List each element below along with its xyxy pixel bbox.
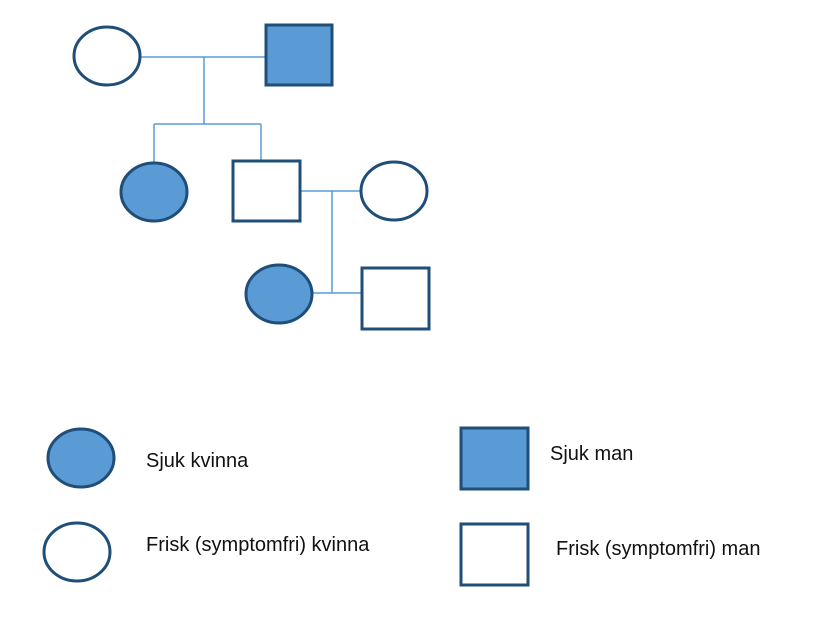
legend-affected-female-symbol bbox=[46, 427, 116, 489]
gen3-daughter-circle bbox=[244, 263, 314, 325]
legend-affected-male-label: Sjuk man bbox=[550, 443, 634, 465]
gen2-daughter-circle bbox=[119, 161, 189, 223]
gen3-son-square bbox=[360, 266, 431, 331]
legend-healthy-female-label: Frisk (symptomfri) kvinna bbox=[146, 534, 370, 556]
gen2-son-square bbox=[231, 159, 302, 223]
legend-healthy-male-symbol bbox=[459, 522, 530, 587]
legend-healthy-female-symbol bbox=[42, 521, 112, 583]
legend-affected-female-label: Sjuk kvinna bbox=[146, 450, 249, 472]
gen1-female-circle bbox=[72, 25, 142, 87]
legend-healthy-male-label: Frisk (symptomfri) man bbox=[556, 538, 761, 560]
gen1-male-square bbox=[264, 23, 334, 87]
legend-affected-male-symbol bbox=[459, 426, 530, 491]
gen2-son-partner-circle bbox=[359, 160, 429, 222]
